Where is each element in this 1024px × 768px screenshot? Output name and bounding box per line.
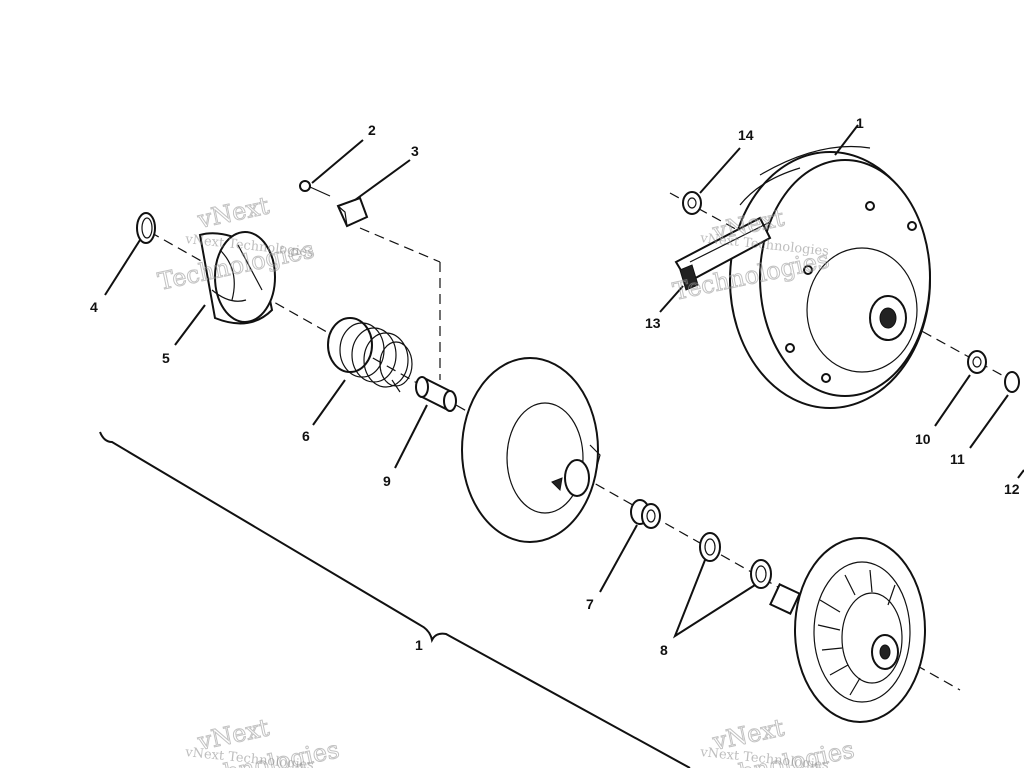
callout-5: 5 xyxy=(162,350,170,366)
callout-9: 9 xyxy=(383,473,391,489)
callout-labels: 1 2 3 4 5 6 9 7 8 14 13 10 11 12 1 xyxy=(90,115,1020,658)
callout-1-bottom: 1 xyxy=(415,637,423,653)
part-4-retaining-ring xyxy=(136,212,156,244)
part-9-bushing xyxy=(415,376,457,412)
callout-2: 2 xyxy=(368,122,376,138)
callout-3: 3 xyxy=(411,143,419,159)
watermark-text: vNext xyxy=(194,191,272,234)
part-2-pin xyxy=(299,180,331,197)
callout-7: 7 xyxy=(586,596,594,612)
callout-11: 11 xyxy=(950,451,965,467)
callout-8: 8 xyxy=(660,642,668,658)
part-14-washer xyxy=(682,191,702,215)
part-7-spacer xyxy=(630,499,661,529)
part-13-shoe xyxy=(674,216,772,291)
part-6-spring xyxy=(327,317,413,393)
part-5-ramp-housing xyxy=(198,231,276,325)
clutch-assembly-upper xyxy=(729,145,931,409)
callout-13: 13 xyxy=(645,315,661,331)
movable-sheave xyxy=(461,357,601,543)
part-8-washers xyxy=(699,532,772,589)
callout-12: 12 xyxy=(1004,481,1020,497)
part-3-button xyxy=(336,196,369,228)
part-10-washer xyxy=(967,350,987,374)
leader-lines xyxy=(104,124,1024,639)
callout-4: 4 xyxy=(90,299,98,315)
fixed-sheave xyxy=(769,537,926,723)
watermark-bottom-right: vNext Technologies vNext Technologies xyxy=(695,713,857,768)
callout-10: 10 xyxy=(915,431,931,447)
watermark-bottom-left: vNext Technologies vNext Technologies xyxy=(180,713,342,768)
fixed-sheave-fins xyxy=(817,569,896,696)
part-11-nut xyxy=(1004,371,1020,393)
callout-14: 14 xyxy=(738,127,754,143)
callout-1-top: 1 xyxy=(856,115,864,131)
assembly-bracket xyxy=(99,431,691,768)
callout-6: 6 xyxy=(302,428,310,444)
bolt-holes xyxy=(785,201,917,383)
